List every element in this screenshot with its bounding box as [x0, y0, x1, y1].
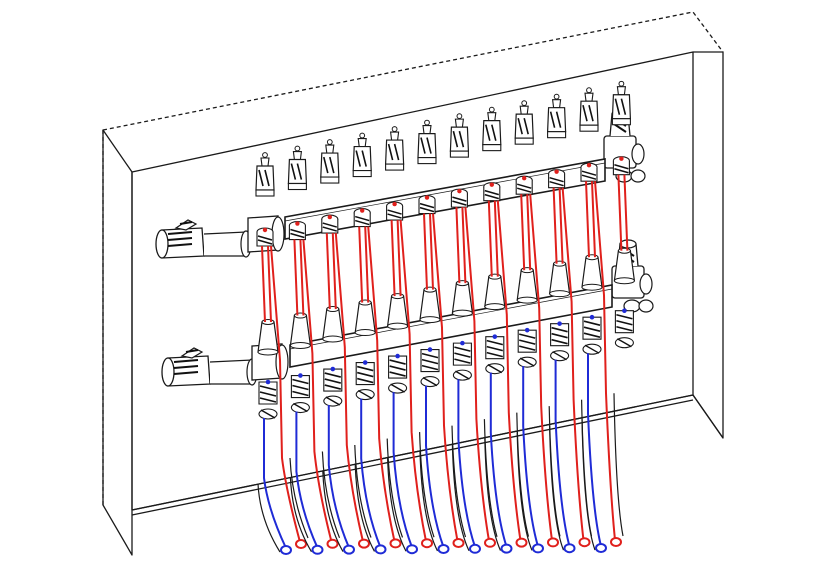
return-fitting	[614, 308, 634, 349]
flow-meter	[322, 233, 344, 343]
return-fitting	[485, 334, 505, 375]
supply-actuator	[579, 87, 599, 182]
flow-meter	[516, 194, 538, 304]
supply-actuator	[384, 126, 405, 221]
return-fitting	[517, 327, 537, 368]
supply-actuator	[287, 145, 308, 241]
flow-meter	[419, 213, 441, 324]
return-fitting	[420, 347, 440, 388]
return-fitting	[550, 321, 570, 362]
flow-meter	[581, 181, 603, 291]
return-fitting	[388, 353, 408, 394]
supply-actuator	[352, 132, 372, 228]
flow-meter	[451, 207, 474, 317]
manifold-cabinet	[102, 11, 724, 556]
supply-actuator	[320, 139, 340, 234]
flow-meter	[613, 174, 636, 285]
supply-actuator	[514, 100, 534, 195]
return-fitting	[290, 373, 310, 414]
supply-actuator	[546, 93, 567, 189]
flow-meter	[289, 239, 312, 350]
flow-meter	[257, 245, 279, 356]
return-ball-valve	[161, 347, 258, 387]
circuit-pipes	[451, 207, 498, 554]
supply-actuator	[449, 113, 470, 208]
flow-meter	[386, 220, 409, 330]
circuit-pipes	[289, 239, 341, 555]
circuit-pipes	[387, 220, 435, 555]
flow-meter	[484, 200, 506, 311]
supply-actuator	[417, 119, 437, 215]
return-fitting	[258, 379, 278, 420]
return-fitting	[582, 314, 602, 355]
return-fitting	[355, 360, 375, 401]
return-fitting	[323, 366, 343, 407]
circuit-pipes	[257, 245, 309, 555]
supply-ball-valve	[155, 219, 252, 259]
circuit-pipes	[419, 213, 467, 554]
return-fitting	[452, 340, 472, 381]
supply-actuator	[482, 106, 502, 202]
circuit-pipes	[354, 226, 404, 555]
supply-actuator	[611, 80, 632, 176]
supply-actuator	[255, 152, 275, 247]
circuit-pipes	[484, 200, 530, 554]
flow-meter	[354, 226, 376, 337]
circuit-pipes	[581, 181, 624, 553]
flow-meter	[548, 187, 571, 298]
circuit-pipes	[322, 232, 372, 555]
